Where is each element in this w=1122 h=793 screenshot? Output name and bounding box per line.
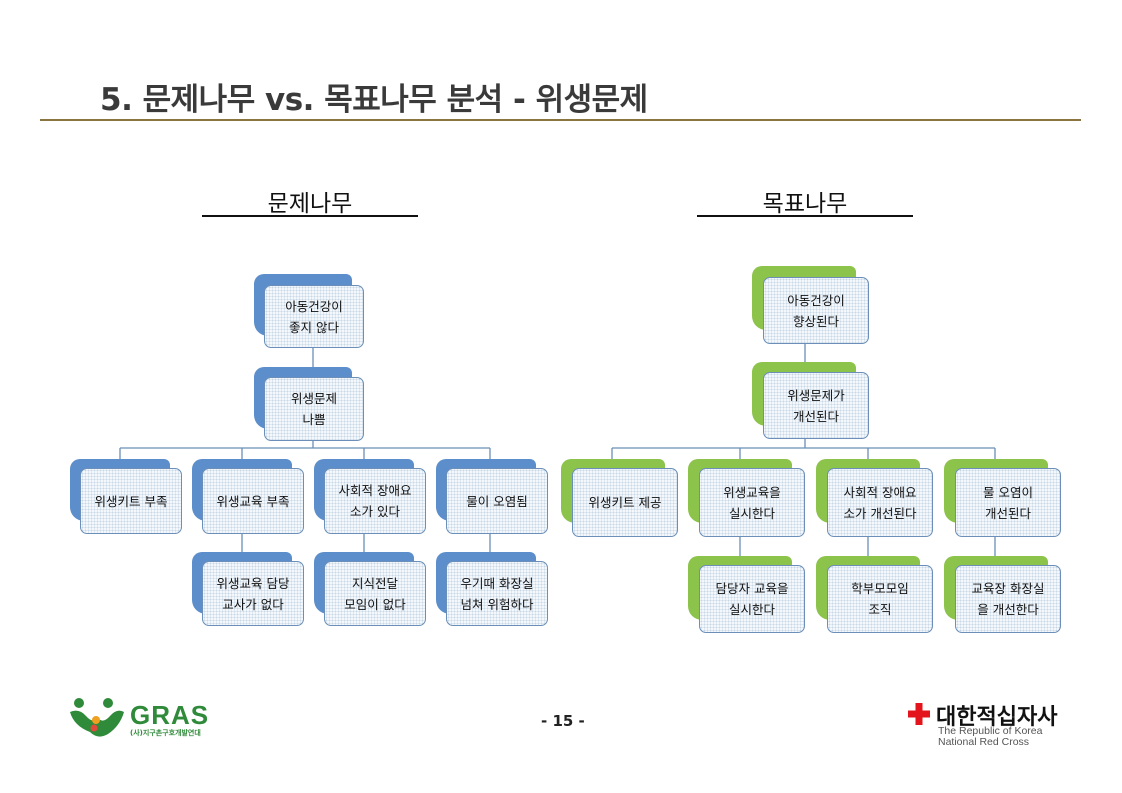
objective-middle-label: 위생문제가 개선된다 (763, 372, 869, 439)
objective-branch-3: 사회적 장애요 소가 개선된다 (816, 459, 933, 537)
objective-heading-underline (697, 215, 913, 217)
problem-branch-4: 물이 오염됨 (436, 459, 548, 534)
problem-root-label: 아동건강이 좋지 않다 (264, 285, 364, 348)
gras-logo: GRAS (사)지구촌구호개발연대 (68, 694, 208, 740)
problem-branch-4-label: 물이 오염됨 (446, 468, 548, 534)
problem-sub-2: 지식전달 모임이 없다 (314, 552, 426, 626)
problem-root-node: 아동건강이 좋지 않다 (254, 274, 364, 348)
problem-middle-label: 위생문제 나쁨 (264, 377, 364, 441)
objective-branch-2-label: 위생교육을 실시한다 (699, 468, 805, 537)
problem-branch-3-label: 사회적 장애요 소가 있다 (324, 468, 426, 534)
problem-heading-underline (202, 215, 418, 217)
problem-branch-2-label: 위생교육 부족 (202, 468, 304, 534)
page-title: 5. 문제나무 vs. 목표나무 분석 - 위생문제 (100, 82, 648, 118)
gras-wordmark: GRAS (130, 700, 210, 730)
objective-middle-node: 위생문제가 개선된다 (752, 362, 869, 439)
redcross-english-line-1: The Republic of Korea (938, 725, 1043, 737)
problem-sub-1: 위생교육 담당 교사가 없다 (192, 552, 304, 626)
problem-sub-3: 우기때 화장실 넘쳐 위험하다 (436, 552, 548, 626)
objective-sub-3-label: 교육장 화장실 을 개선한다 (955, 565, 1061, 633)
objective-root-node: 아동건강이 향상된다 (752, 266, 869, 344)
problem-sub-1-label: 위생교육 담당 교사가 없다 (202, 561, 304, 626)
problem-middle-node: 위생문제 나쁨 (254, 367, 364, 441)
redcross-english-line-2: National Red Cross (938, 736, 1030, 748)
redcross-logo: 대한적십자사 The Republic of Korea National Re… (908, 700, 1058, 748)
problem-branch-1: 위생키트 부족 (70, 459, 182, 534)
objective-root-label: 아동건강이 향상된다 (763, 277, 869, 344)
gras-emblem-icon (70, 698, 124, 737)
objective-branch-2: 위생교육을 실시한다 (688, 459, 805, 537)
problem-branch-1-label: 위생키트 부족 (80, 468, 182, 534)
objective-tree-heading: 목표나무 (762, 191, 848, 217)
red-cross-icon (908, 703, 930, 725)
objective-sub-1: 담당자 교육을 실시한다 (688, 556, 805, 633)
page-number: - 15 - (541, 712, 585, 730)
objective-sub-3: 교육장 화장실 을 개선한다 (944, 556, 1061, 633)
problem-sub-2-label: 지식전달 모임이 없다 (324, 561, 426, 626)
objective-branch-1-label: 위생키트 제공 (572, 468, 678, 537)
objective-branch-4: 물 오염이 개선된다 (944, 459, 1061, 537)
redcross-name: 대한적십자사 (936, 705, 1058, 730)
problem-sub-3-label: 우기때 화장실 넘쳐 위험하다 (446, 561, 548, 626)
gras-subtitle: (사)지구촌구호개발연대 (130, 729, 201, 737)
problem-branch-3: 사회적 장애요 소가 있다 (314, 459, 426, 534)
problem-branch-2: 위생교육 부족 (192, 459, 304, 534)
objective-sub-2-label: 학부모모임 조직 (827, 565, 933, 633)
objective-branch-3-label: 사회적 장애요 소가 개선된다 (827, 468, 933, 537)
title-divider (40, 119, 1081, 121)
objective-sub-1-label: 담당자 교육을 실시한다 (699, 565, 805, 633)
problem-tree-heading: 문제나무 (267, 191, 353, 217)
objective-sub-2: 학부모모임 조직 (816, 556, 933, 633)
objective-branch-1: 위생키트 제공 (561, 459, 678, 537)
objective-branch-4-label: 물 오염이 개선된다 (955, 468, 1061, 537)
